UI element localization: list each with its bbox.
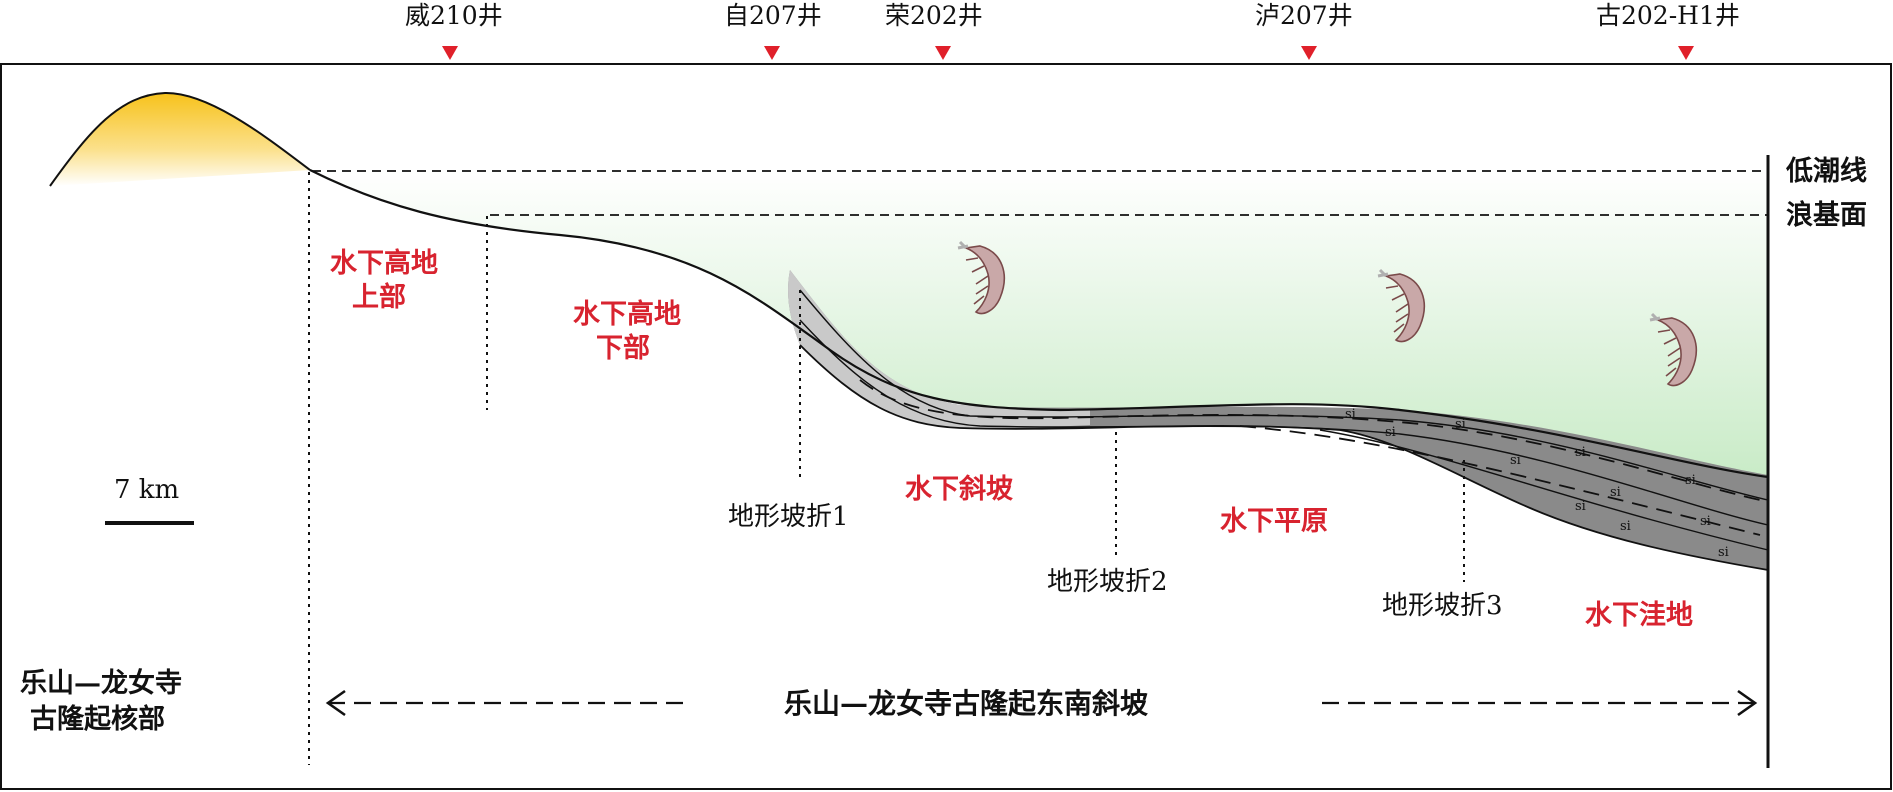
sediment-base-line bbox=[799, 344, 1769, 571]
well-marker-icon bbox=[935, 46, 951, 60]
silt-mark: si bbox=[1455, 417, 1466, 432]
well-marker-icon bbox=[1301, 46, 1317, 60]
well-label: 威210井 bbox=[405, 1, 503, 30]
water-body bbox=[310, 170, 1768, 477]
sediment-dashes bbox=[1239, 425, 1761, 536]
arrow-right-icon bbox=[1737, 689, 1758, 717]
silt-mark: si bbox=[1345, 407, 1356, 422]
uplift-core-hill bbox=[50, 92, 310, 186]
sediment-layer-line bbox=[799, 289, 1769, 501]
silt-mark: si bbox=[1685, 473, 1696, 488]
silt-mark: si bbox=[1610, 485, 1621, 500]
uplift-core-outline bbox=[49, 91, 311, 187]
scale-bar-label: 7 km bbox=[114, 475, 179, 505]
slope-break-2-label: 地形坡折2 bbox=[1047, 567, 1168, 597]
silt-mark: si bbox=[1575, 445, 1586, 460]
silt-mark: si bbox=[1510, 453, 1521, 468]
well-label: 荣202井 bbox=[885, 1, 983, 30]
uplift-core-label: 乐山—龙女寺 bbox=[20, 667, 182, 699]
well-marker-icon bbox=[442, 46, 458, 60]
lower-highland-label: 下部 bbox=[596, 332, 650, 364]
sediment-wedge bbox=[788, 270, 1768, 570]
silt-mark: si bbox=[1718, 545, 1729, 560]
arrow-left-icon bbox=[325, 689, 346, 717]
upper-highland-label: 水下高地 bbox=[330, 247, 438, 279]
wave-base-label: 浪基面 bbox=[1786, 199, 1867, 231]
well-label: 古202-H1井 bbox=[1596, 1, 1740, 30]
sediment-layer-line bbox=[1319, 429, 1769, 551]
slope-break-3-label: 地形坡折3 bbox=[1382, 591, 1503, 621]
uplift-core-label: 古隆起核部 bbox=[30, 703, 165, 735]
silt-mark: si bbox=[1575, 499, 1586, 514]
well-label: 泸207井 bbox=[1255, 1, 1353, 30]
plain-label: 水下平原 bbox=[1220, 506, 1328, 537]
slope-label: 水下斜坡 bbox=[905, 474, 1013, 505]
depression-label: 水下洼地 bbox=[1585, 600, 1693, 631]
silt-mark: si bbox=[1700, 514, 1711, 529]
slope-break-1-label: 地形坡折1 bbox=[728, 502, 849, 532]
silt-mark: si bbox=[1620, 519, 1631, 534]
well-marker-icon bbox=[764, 46, 780, 60]
low-tide-label: 低潮线 bbox=[1785, 156, 1867, 187]
lower-highland-label: 水下高地 bbox=[573, 298, 681, 330]
well-marker-icon bbox=[1678, 46, 1694, 60]
southeast-slope-label: 乐山—龙女寺古隆起东南斜坡 bbox=[784, 687, 1148, 720]
sediment-dashes bbox=[859, 379, 1761, 501]
well-markers bbox=[442, 46, 1694, 60]
well-label: 自207井 bbox=[724, 1, 822, 30]
silt-mark: si bbox=[1385, 425, 1396, 440]
upper-highland-label: 上部 bbox=[352, 281, 406, 313]
seafloor-profile bbox=[309, 169, 1769, 479]
sediment-upper-layer bbox=[788, 270, 1090, 428]
